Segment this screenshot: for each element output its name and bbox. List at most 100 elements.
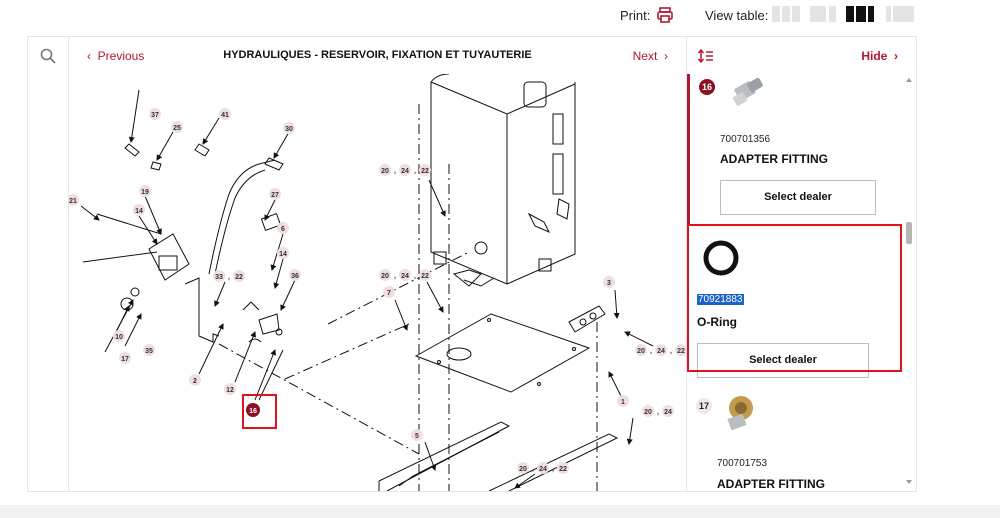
part-card[interactable]: 17 700701753 ADAPTER FITTING [687, 394, 902, 491]
diagram-title: HYDRAULIQUES - RESERVOIR, FIXATION ET TU… [223, 49, 532, 61]
sort-icon[interactable] [698, 48, 714, 64]
svg-text:35: 35 [145, 348, 153, 355]
panel-scrollbar[interactable] [902, 74, 916, 491]
o-ring-image [703, 240, 739, 276]
callout-3[interactable]: 3 [603, 276, 615, 288]
svg-text:14: 14 [135, 208, 143, 215]
view-option-narrow[interactable] [886, 6, 914, 22]
svg-text:3: 3 [607, 280, 611, 287]
callout-19[interactable]: 19 [139, 185, 151, 197]
callout-37[interactable]: 37 [149, 108, 161, 120]
part-name: ADAPTER FITTING [720, 152, 828, 166]
svg-text:24: 24 [401, 168, 409, 175]
svg-text:,: , [657, 409, 659, 416]
select-dealer-button[interactable]: Select dealer [697, 343, 869, 378]
svg-text:,: , [414, 168, 416, 175]
part-number: 70921883 [697, 294, 744, 305]
part-number: 700701356 [720, 134, 771, 145]
svg-text:20: 20 [644, 409, 652, 416]
next-link[interactable]: Next › [633, 49, 668, 63]
callout-41[interactable]: 41 [219, 108, 231, 120]
svg-text:,: , [394, 273, 396, 280]
callout-35[interactable]: 35 [143, 344, 155, 356]
part-number: 700701753 [717, 458, 768, 469]
svg-text:24: 24 [539, 466, 547, 473]
svg-text:20: 20 [381, 273, 389, 280]
svg-text:22: 22 [235, 274, 243, 281]
callout-5[interactable]: 5 [411, 429, 423, 441]
svg-text:30: 30 [285, 126, 293, 133]
svg-text:25: 25 [173, 125, 181, 132]
svg-text:33: 33 [215, 274, 223, 281]
svg-text:14: 14 [279, 251, 287, 258]
svg-text:,: , [552, 466, 554, 473]
callout-12[interactable]: 12 [224, 383, 236, 395]
svg-text:21: 21 [69, 198, 77, 205]
selection-highlight-box [687, 224, 902, 372]
panel-divider [686, 37, 687, 491]
part-number-badge: 17 [696, 398, 712, 414]
svg-text:,: , [532, 466, 534, 473]
scroll-up-icon [906, 78, 912, 82]
callout-group-20-24-22-top[interactable]: 20 , 24 , 22 [379, 164, 431, 176]
page-footer [0, 505, 1000, 518]
callout-group-20-24-22-right[interactable]: 20 , 24 , 22 [635, 344, 686, 356]
adapter-fitting-image [733, 77, 763, 106]
svg-text:,: , [394, 168, 396, 175]
diagram-header: ‹ Previous HYDRAULIQUES - RESERVOIR, FIX… [69, 37, 686, 74]
view-option-active[interactable] [846, 6, 874, 22]
view-option-wide-left[interactable] [810, 6, 836, 22]
svg-text:22: 22 [677, 348, 685, 355]
svg-text:2: 2 [193, 378, 197, 385]
chevron-left-icon: ‹ [87, 49, 98, 63]
scrollbar-track [906, 78, 912, 484]
previous-link[interactable]: ‹ Previous [87, 49, 144, 63]
hide-panel-link[interactable]: Hide › [861, 49, 898, 63]
select-dealer-button[interactable]: Select dealer [720, 180, 876, 215]
printer-icon[interactable] [656, 6, 674, 24]
svg-text:24: 24 [401, 273, 409, 280]
svg-text:16: 16 [249, 408, 257, 415]
svg-text:22: 22 [421, 273, 429, 280]
callout-16-selected[interactable]: 16 [242, 394, 277, 429]
callout-33-22[interactable]: 33 , 22 [213, 270, 245, 282]
svg-text:10: 10 [115, 334, 123, 341]
callout-group-20-24[interactable]: 20 , 24 [642, 405, 674, 417]
callout-36[interactable]: 36 [289, 269, 301, 281]
callout-6[interactable]: 6 [277, 222, 289, 234]
svg-text:7: 7 [387, 290, 391, 297]
parts-viewer: ‹ Previous HYDRAULIQUES - RESERVOIR, FIX… [27, 36, 917, 492]
callout-group-20-24-22-mid[interactable]: 20 , 24 , 22 [379, 269, 431, 281]
svg-text:22: 22 [559, 466, 567, 473]
svg-text:,: , [414, 273, 416, 280]
callout-14b[interactable]: 14 [277, 247, 289, 259]
callout-25[interactable]: 25 [171, 121, 183, 133]
view-option-split-equal[interactable] [772, 6, 800, 22]
adapter-fitting-image [727, 396, 753, 431]
diagram-drawing: 37 25 41 30 19 14 27 21 6 14 33 , 22 36 … [69, 74, 686, 491]
svg-text:5: 5 [415, 433, 419, 440]
callout-group-20-24-22-bottom[interactable]: 20 , 24 , 22 [517, 462, 569, 474]
part-number-badge: 16 [699, 79, 715, 95]
parts-list: 16 700701356 ADAPTER FITTING Select deal… [687, 74, 902, 491]
callout-2[interactable]: 2 [189, 374, 201, 386]
callout-7[interactable]: 7 [383, 286, 395, 298]
callout-27[interactable]: 27 [269, 188, 281, 200]
chevron-right-icon: › [887, 49, 898, 63]
callout-14[interactable]: 14 [133, 204, 145, 216]
svg-text:19: 19 [141, 189, 149, 196]
callout-17[interactable]: 17 [119, 352, 131, 364]
next-label: Next [632, 49, 658, 63]
callout-10[interactable]: 10 [113, 330, 125, 342]
exploded-diagram[interactable]: 37 25 41 30 19 14 27 21 6 14 33 , 22 36 … [69, 74, 686, 491]
search-icon[interactable] [39, 47, 57, 65]
part-card[interactable]: 16 700701356 ADAPTER FITTING Select deal… [687, 74, 902, 224]
scroll-down-icon [906, 480, 912, 484]
part-card-selected[interactable]: 70921883 O-Ring Select dealer [687, 224, 902, 414]
svg-text:27: 27 [271, 192, 279, 199]
svg-text:24: 24 [664, 409, 672, 416]
callout-30[interactable]: 30 [283, 122, 295, 134]
callout-21[interactable]: 21 [69, 194, 79, 206]
previous-label: Previous [97, 49, 145, 63]
callout-1[interactable]: 1 [617, 395, 629, 407]
